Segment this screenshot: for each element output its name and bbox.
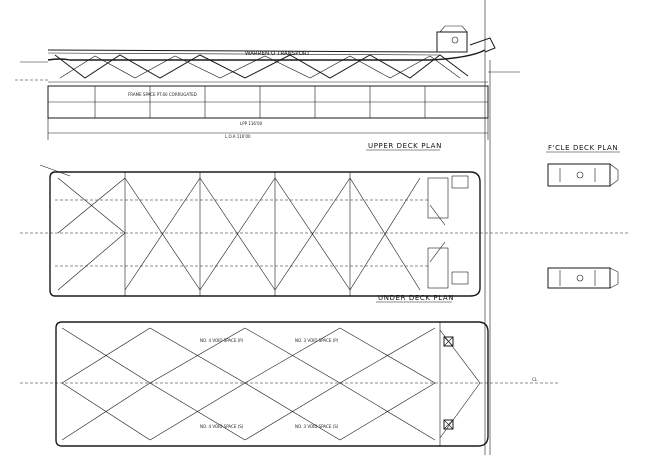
under-deck-plan: UNDER DECK PLAN <box>376 294 454 303</box>
hull-plan: NO. 4 VOID SPACE (P) NO. 3 VOID SPACE (P… <box>20 321 560 447</box>
reference-lines <box>484 0 491 455</box>
under-deck-plan-title: UNDER DECK PLAN <box>378 294 454 302</box>
void-label-3: NO. 4 VOID SPACE (S) <box>200 424 244 429</box>
void-label-4: NO. 3 VOID SPACE (S) <box>295 424 339 429</box>
side-profile: WARREN O TRANSPORT FRAME SPACE PT.60 COR… <box>15 25 520 140</box>
upper-deck-plan: UPPER DECK PLAN <box>20 142 630 297</box>
centerline-mark: CL <box>532 377 538 382</box>
void-label-2: NO. 3 VOID SPACE (P) <box>295 338 339 343</box>
upper-deck-plan-title: UPPER DECK PLAN <box>368 142 442 150</box>
void-label-1: NO. 4 VOID SPACE (P) <box>200 338 244 343</box>
fcle-deck-plan-title: F'CLE DECK PLAN <box>548 144 618 152</box>
loa-dimension-label: L.O.A 116'00 <box>225 134 251 139</box>
vessel-name-label: WARREN O TRANSPORT <box>245 51 310 57</box>
lpp-dimension-label: LPP 116'00 <box>240 121 263 126</box>
fcle-deck-plan: F'CLE DECK PLAN <box>546 144 620 289</box>
bulkhead-note: FRAME SPACE PT.60 CORRUGATED <box>128 92 197 97</box>
